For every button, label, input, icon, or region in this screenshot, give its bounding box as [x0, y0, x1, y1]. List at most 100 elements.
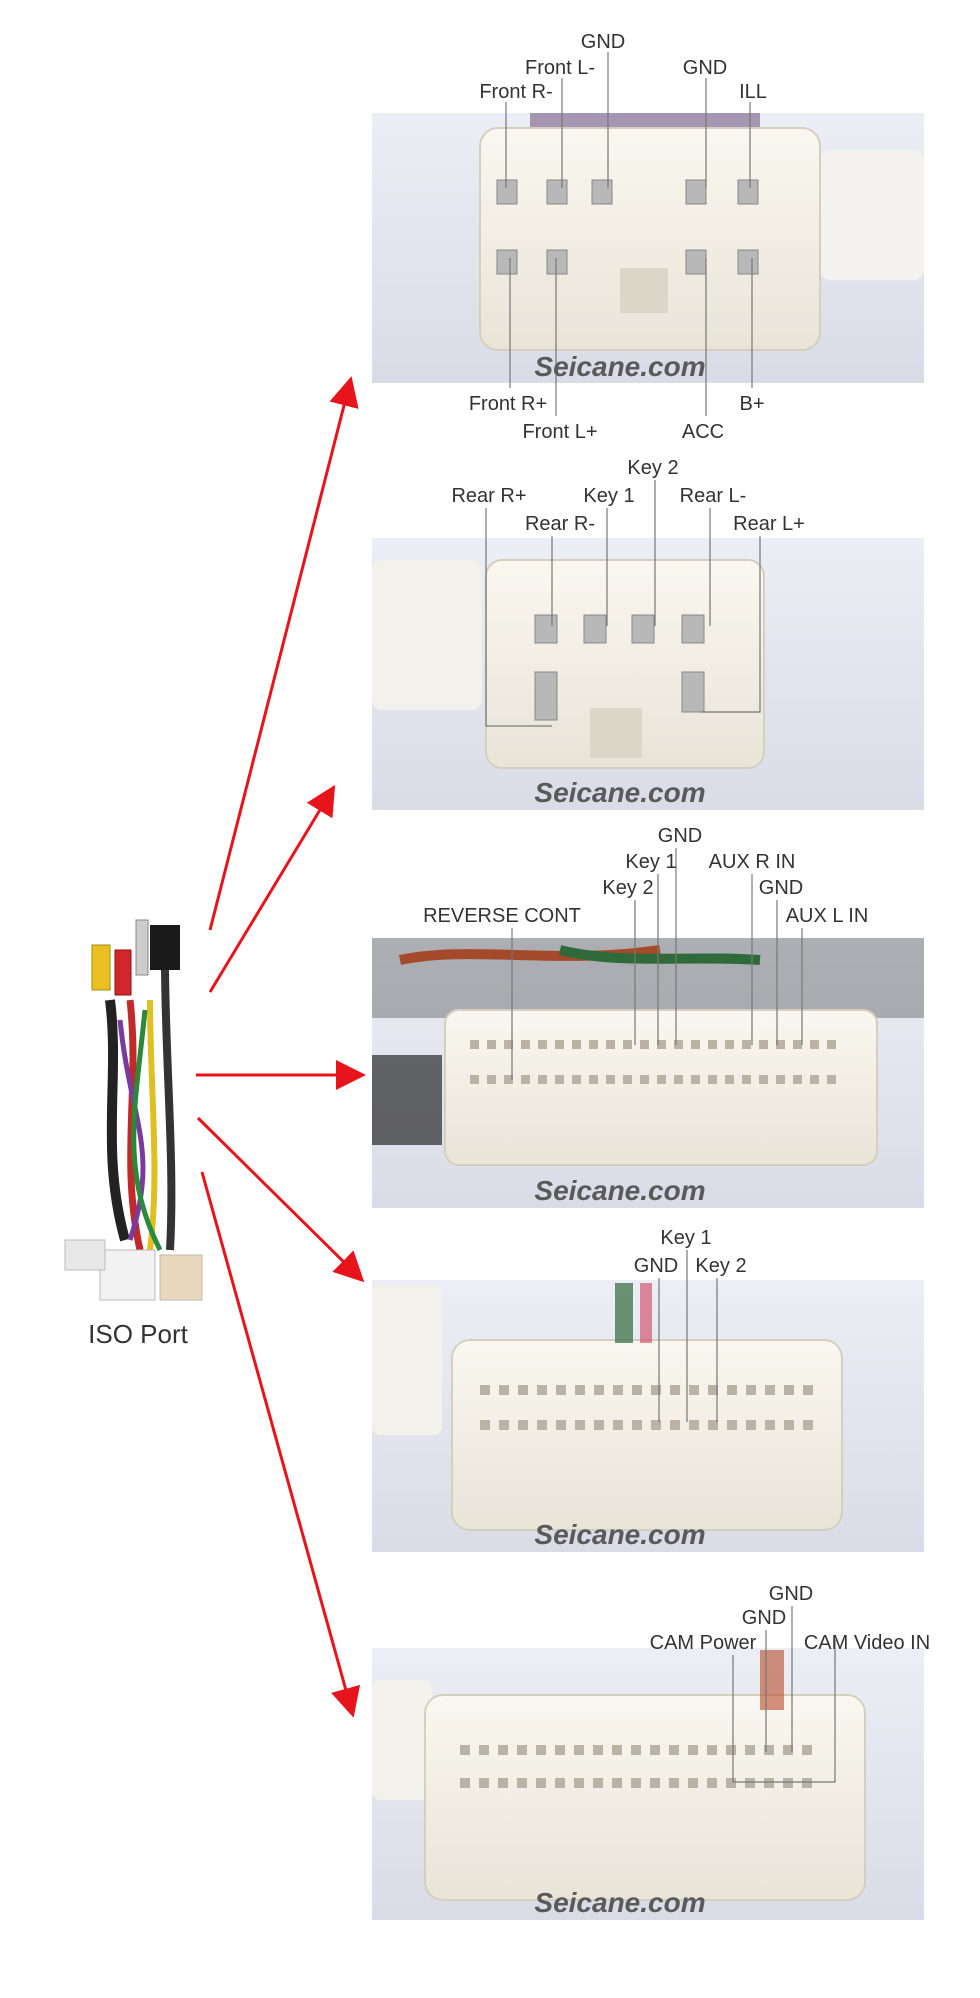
arrow-to-panel-1 — [208, 376, 359, 931]
pin-slot — [784, 1385, 794, 1395]
pin-label: Front L+ — [522, 421, 597, 443]
pin-slot — [810, 1075, 819, 1084]
pin-slot — [631, 1778, 641, 1788]
arrow-to-panel-5 — [200, 1171, 361, 1718]
pin-label: Key 1 — [583, 485, 634, 507]
pin-slot — [776, 1075, 785, 1084]
pin-slot — [640, 1075, 649, 1084]
pin-slot — [810, 1040, 819, 1049]
pin-slot — [555, 1040, 564, 1049]
pin-label: GND — [759, 877, 803, 899]
pin-label: ILL — [739, 81, 767, 103]
pin-slot — [793, 1075, 802, 1084]
pin-slot — [759, 1040, 768, 1049]
pin-slot — [651, 1385, 661, 1395]
connector-notch — [620, 268, 668, 313]
pin-label: GND — [683, 57, 727, 79]
pin-label: Rear R- — [525, 513, 595, 535]
pin-label: CAM Power — [650, 1632, 757, 1654]
connector-body — [424, 1694, 866, 1901]
pin-slot — [708, 1420, 718, 1430]
pin-slot — [670, 1385, 680, 1395]
pin-slot — [631, 1745, 641, 1755]
pin-slot — [574, 1778, 584, 1788]
pin-slot — [536, 1778, 546, 1788]
pin-label: GND — [581, 31, 625, 53]
pin-slot — [689, 1385, 699, 1395]
pin-slot — [504, 1040, 513, 1049]
pin-label: GND — [742, 1607, 786, 1629]
pin-slot — [650, 1745, 660, 1755]
pin-label: AUX L IN — [786, 905, 869, 927]
pin-slot — [555, 1075, 564, 1084]
pin-slot — [669, 1778, 679, 1788]
pin-slot — [470, 1075, 479, 1084]
pin-slot — [691, 1040, 700, 1049]
pin-slot — [784, 1420, 794, 1430]
pin-slot — [725, 1075, 734, 1084]
arrow-to-panel-4 — [196, 1116, 365, 1283]
pin-slot — [691, 1075, 700, 1084]
pin-slot — [487, 1040, 496, 1049]
pin-slot — [742, 1075, 751, 1084]
pin-slot — [606, 1040, 615, 1049]
pin-slot — [555, 1745, 565, 1755]
pin-slot — [727, 1420, 737, 1430]
pin-slot — [657, 1075, 666, 1084]
pin-label: Key 2 — [627, 457, 678, 479]
pin-slot — [759, 1075, 768, 1084]
pin-slot — [827, 1075, 836, 1084]
pin-slot — [803, 1420, 813, 1430]
pin-slot — [745, 1745, 755, 1755]
pin-label: Rear L- — [680, 485, 747, 507]
pin-slot — [707, 1778, 717, 1788]
pin-row-bottom — [460, 1778, 812, 1788]
pin-slot — [537, 1385, 547, 1395]
pin-slot — [575, 1420, 585, 1430]
pin-slot — [827, 1040, 836, 1049]
pin-label: Key 1 — [660, 1227, 711, 1249]
pin-slot — [613, 1385, 623, 1395]
pin-slot — [708, 1385, 718, 1395]
pin-label: Front R+ — [469, 393, 547, 415]
watermark: Seicane.com — [534, 1519, 705, 1550]
pin-row-bottom — [470, 1075, 836, 1084]
pin-slot — [480, 1385, 490, 1395]
pin-slot — [632, 1420, 642, 1430]
pin-label: AUX R IN — [709, 851, 796, 873]
watermark: Seicane.com — [534, 1887, 705, 1918]
pin-label: GND — [769, 1583, 813, 1605]
black-cable — [372, 1055, 442, 1145]
pin-slot — [538, 1075, 547, 1084]
pin-slot — [783, 1778, 793, 1788]
pin-slot — [470, 1040, 479, 1049]
side-plug — [372, 1285, 442, 1435]
connector-panel-4: Key 1 GND Key 2 Seicane.com — [372, 1227, 924, 1552]
pin-slot — [776, 1040, 785, 1049]
pin-slot — [574, 1745, 584, 1755]
pin-label: Key 2 — [695, 1255, 746, 1277]
pin-slot — [623, 1040, 632, 1049]
pin-slot — [707, 1745, 717, 1755]
pin-slot — [593, 1745, 603, 1755]
pin-slot — [460, 1745, 470, 1755]
pin-slot — [746, 1385, 756, 1395]
pin-slot — [518, 1385, 528, 1395]
pin-slot — [594, 1385, 604, 1395]
pin-slot — [593, 1778, 603, 1788]
connector-body — [479, 127, 821, 351]
pin-slot — [589, 1040, 598, 1049]
pin-slot — [670, 1420, 680, 1430]
pin-slot — [479, 1778, 489, 1788]
pin-slot — [594, 1420, 604, 1430]
side-plug — [372, 1680, 432, 1800]
pin-slot — [764, 1745, 774, 1755]
pin-slot — [688, 1778, 698, 1788]
pin-slot — [499, 1420, 509, 1430]
pin-label: GND — [634, 1255, 678, 1277]
pin-label: Rear L+ — [733, 513, 805, 535]
pin-slot — [575, 1385, 585, 1395]
pin-label: Rear R+ — [451, 485, 526, 507]
pin-slot — [745, 1778, 755, 1788]
